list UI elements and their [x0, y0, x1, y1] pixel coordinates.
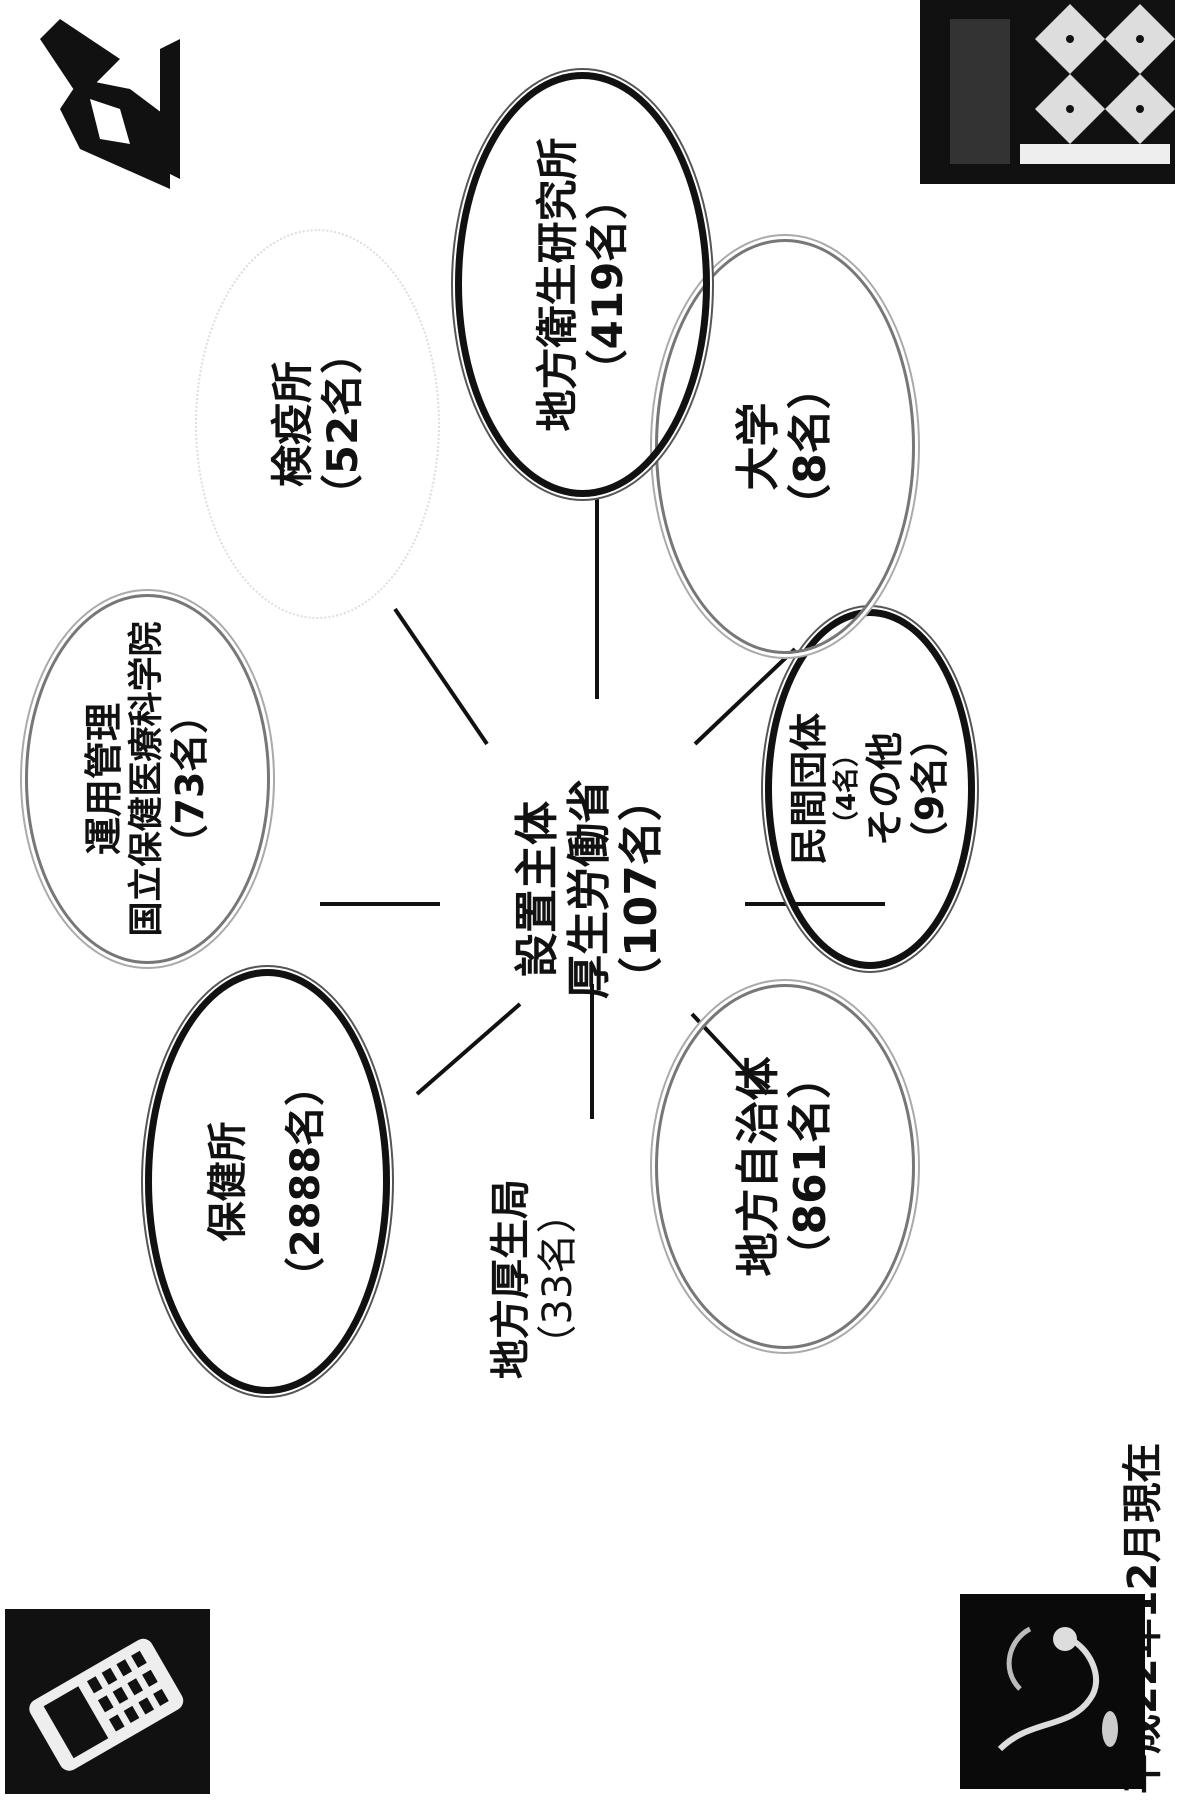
- link-jichitai: [690, 1012, 769, 1096]
- device-photo: [920, 0, 1175, 184]
- kenekijo-name: 検疫所: [267, 361, 317, 488]
- minkan-count1: （4名）: [832, 740, 863, 838]
- link-hokenjo: [415, 1002, 522, 1096]
- minkan-name2: その他: [862, 732, 907, 847]
- node-kenekijo: 検疫所 （52名）: [195, 229, 440, 619]
- stethoscope-photo: [960, 1594, 1145, 1789]
- kokuritsu-line3: （73名）: [168, 695, 213, 863]
- center-label-3: （107名）: [615, 777, 667, 1001]
- node-hokenjo: 保健所 （2888名）: [145, 969, 390, 1394]
- node-jichitai: 地方自治体 （861名）: [655, 984, 915, 1349]
- chiho-kosei-name: 地方厚生局: [487, 1179, 534, 1379]
- chiho-eisei-name: 地方衛生研究所: [532, 137, 582, 432]
- minkan-name: 民間団体: [787, 713, 832, 866]
- center-node: 設置主体 厚生労働省 （107名）: [470, 739, 710, 1039]
- chiho-eisei-count: （419名）: [582, 177, 632, 392]
- jichitai-count: （861名）: [785, 1054, 836, 1279]
- node-chiho-eisei: 地方衛生研究所 （419名）: [455, 72, 710, 497]
- daigaku-count: （8名）: [785, 365, 836, 528]
- node-kokuritsu: 運用管理 国立保健医療科学院 （73名）: [25, 594, 270, 964]
- daigaku-name: 大学: [733, 402, 785, 491]
- kokuritsu-line2: 国立保健医療科学院: [126, 621, 167, 937]
- jichitai-name: 地方自治体: [733, 1056, 785, 1277]
- node-chiho-kosei: 地方厚生局 （33名）: [460, 1124, 610, 1434]
- center-label-1: 設置主体: [512, 801, 564, 977]
- node-minkan: 民間団体 （4名） その他 （9名）: [765, 609, 975, 969]
- link-kenekijo: [393, 607, 489, 746]
- kenekijo-count: （52名）: [317, 331, 367, 517]
- bedding-photo: [20, 4, 185, 209]
- kokuritsu-line1: 運用管理: [82, 703, 127, 856]
- hokenjo-name: 保健所: [205, 1121, 252, 1242]
- hokenjo-count: （2888名）: [282, 1065, 329, 1298]
- link-daigaku: [693, 647, 797, 746]
- chiho-kosei-count: （33名）: [535, 1193, 581, 1365]
- center-label-2: 厚生労働省: [564, 779, 616, 999]
- minkan-count2: （9名）: [907, 718, 952, 860]
- phone-photo: [5, 1609, 210, 1794]
